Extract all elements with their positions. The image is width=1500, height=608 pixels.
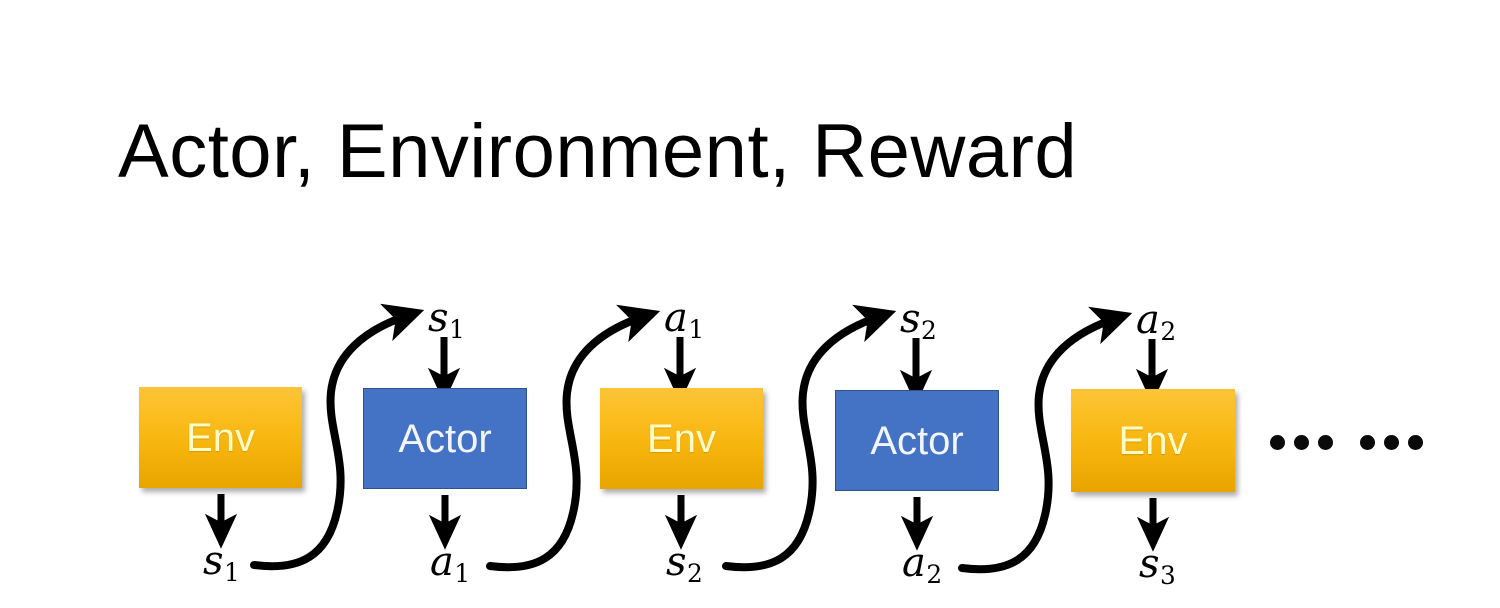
label-base: s <box>666 539 687 585</box>
label-top-a1: a1 <box>664 295 704 342</box>
block-actor1[interactable]: Actor <box>363 388 527 489</box>
label-bot-a2: a2 <box>902 540 942 587</box>
block-label: Env <box>1118 418 1188 463</box>
label-base: s <box>900 296 921 342</box>
label-subscript: 1 <box>224 558 240 588</box>
label-top-s2: s2 <box>900 296 937 343</box>
block-label: Actor <box>870 418 964 463</box>
label-subscript: 1 <box>449 315 465 345</box>
label-bot-a1: a1 <box>430 539 470 586</box>
label-bot-s3: s3 <box>1139 541 1176 588</box>
label-subscript: 1 <box>688 315 705 345</box>
block-actor2[interactable]: Actor <box>835 390 999 491</box>
label-base: a <box>664 295 688 341</box>
label-subscript: 2 <box>926 560 943 590</box>
block-label: Env <box>186 415 255 460</box>
ellipsis-dot <box>1294 435 1309 450</box>
ellipsis-dot <box>1360 435 1375 450</box>
label-subscript: 3 <box>1160 561 1176 591</box>
label-base: s <box>203 538 224 584</box>
block-env3[interactable]: Env <box>1071 389 1235 492</box>
label-subscript: 2 <box>687 559 703 589</box>
ellipsis-gap <box>1342 442 1351 443</box>
ellipsis-dot <box>1408 435 1423 450</box>
ellipsis-dot <box>1318 435 1333 450</box>
label-top-a2: a2 <box>1136 297 1176 344</box>
sequence-ellipsis <box>1270 435 1423 450</box>
label-base: a <box>430 539 454 585</box>
label-subscript: 2 <box>921 316 937 346</box>
block-env2[interactable]: Env <box>600 388 763 489</box>
label-top-s1: s1 <box>428 295 465 342</box>
block-label: Actor <box>398 416 492 461</box>
ellipsis-dot <box>1384 435 1399 450</box>
label-bot-s1: s1 <box>203 538 240 585</box>
page-title: Actor, Environment, Reward <box>118 109 1078 194</box>
label-base: s <box>1139 541 1160 587</box>
ellipsis-dot <box>1270 435 1285 450</box>
label-subscript: 2 <box>1160 317 1177 347</box>
block-label: Env <box>647 416 716 461</box>
label-subscript: 1 <box>454 559 471 589</box>
label-base: a <box>1136 297 1160 343</box>
label-base: a <box>902 540 926 586</box>
label-bot-s2: s2 <box>666 539 703 586</box>
label-base: s <box>428 295 449 341</box>
block-env1[interactable]: Env <box>139 387 302 488</box>
